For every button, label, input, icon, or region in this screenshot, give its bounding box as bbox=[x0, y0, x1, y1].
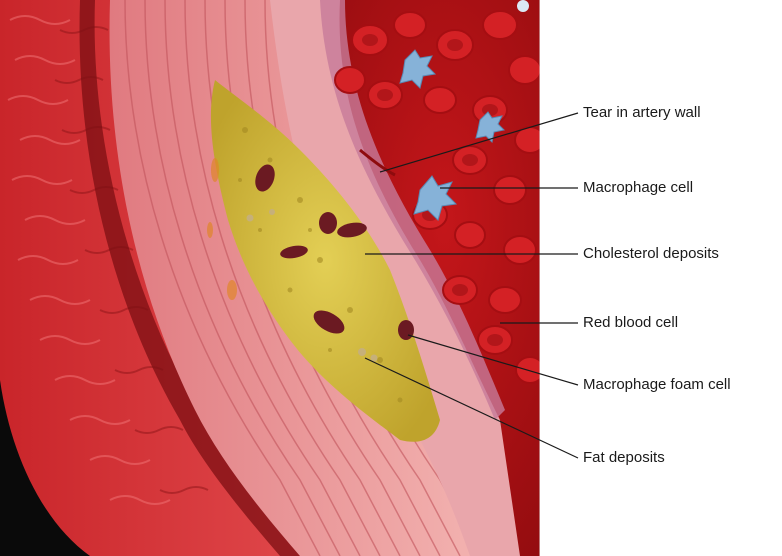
label-macrophage-foam-cell: Macrophage foam cell bbox=[583, 376, 731, 394]
label-fat-deposits: Fat deposits bbox=[583, 449, 665, 467]
leader-foam-cell bbox=[408, 335, 578, 385]
label-red-blood-cell: Red blood cell bbox=[583, 314, 678, 332]
leader-tear bbox=[380, 113, 578, 172]
label-macrophage-cell: Macrophage cell bbox=[583, 179, 693, 197]
leader-fat bbox=[365, 358, 578, 458]
label-tear-in-artery-wall: Tear in artery wall bbox=[583, 104, 701, 122]
label-cholesterol-deposits: Cholesterol deposits bbox=[583, 245, 719, 263]
